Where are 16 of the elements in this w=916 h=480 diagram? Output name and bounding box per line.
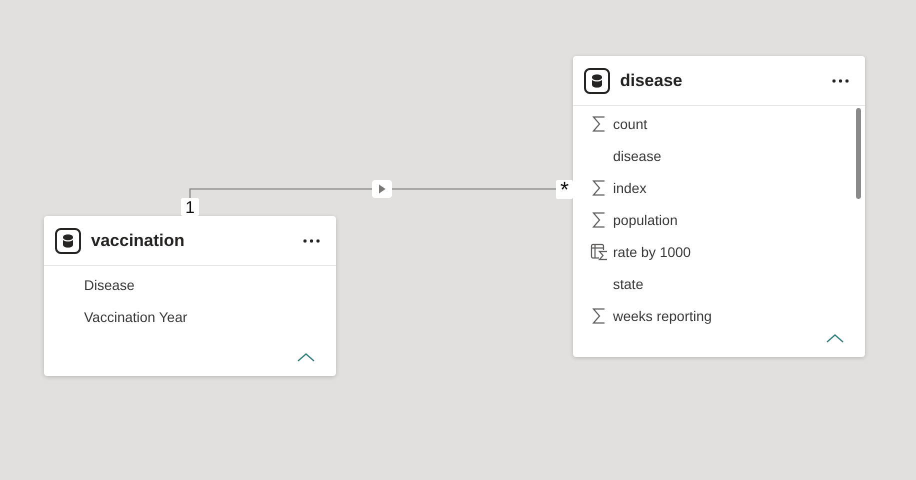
relationship-line xyxy=(189,180,556,198)
column-name: disease xyxy=(613,148,662,164)
table-title: disease xyxy=(620,70,682,90)
column-name: index xyxy=(613,180,646,196)
table-card xyxy=(44,216,336,376)
column-name: count xyxy=(613,116,648,132)
cardinality-label: 1 xyxy=(181,198,199,216)
column-name: population xyxy=(613,212,678,228)
cardinality-label: * xyxy=(556,180,573,199)
column-name: Disease xyxy=(84,277,135,293)
column-name: rate by 1000 xyxy=(613,244,691,260)
table-card xyxy=(573,56,865,357)
column-name: Vaccination Year xyxy=(84,309,188,325)
column-name: weeks reporting xyxy=(613,308,712,324)
column-name: state xyxy=(613,276,644,292)
table-title: vaccination xyxy=(91,230,185,250)
